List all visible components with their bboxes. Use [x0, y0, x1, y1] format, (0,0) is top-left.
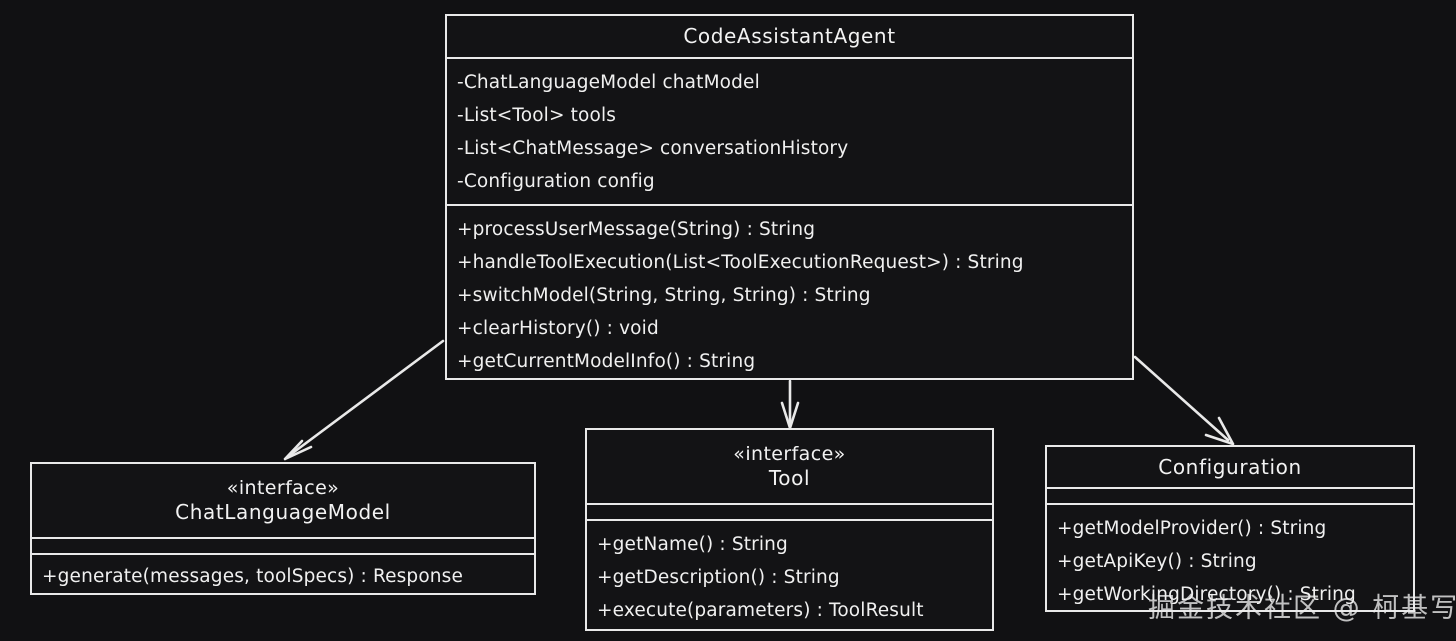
class-box-code-assistant-agent[interactable]: CodeAssistantAgent -ChatLanguageModel ch… [445, 14, 1134, 380]
class-box-tool[interactable]: «interface» Tool +getName() : String +ge… [585, 428, 994, 631]
attribute-row: -Configuration config [457, 171, 655, 193]
class-title: Tool [768, 466, 811, 491]
methods-compartment-tool: +getName() : String +getDescription() : … [587, 519, 992, 631]
class-box-chat-language-model[interactable]: «interface» ChatLanguageModel +generate(… [30, 462, 536, 595]
connector-agent-to-tool [780, 379, 800, 430]
attributes-compartment-code-assistant-agent: -ChatLanguageModel chatModel -List<Tool>… [447, 57, 1132, 204]
class-stereotype: «interface» [226, 476, 340, 499]
method-row: +getCurrentModelInfo() : String [457, 351, 756, 373]
method-row: +clearHistory() : void [457, 318, 659, 340]
class-title: CodeAssistantAgent [683, 24, 896, 48]
methods-compartment-code-assistant-agent: +processUserMessage(String) : String +ha… [447, 204, 1132, 378]
method-row: +getApiKey() : String [1057, 551, 1257, 573]
class-title: Configuration [1158, 454, 1302, 479]
method-row: +execute(parameters) : ToolResult [597, 600, 924, 622]
method-row: +switchModel(String, String, String) : S… [457, 285, 871, 307]
watermark-text: 掘金技术社区 @ 柯基写代码 [1148, 593, 1456, 624]
attribute-row: -List<Tool> tools [457, 105, 617, 127]
method-row: +processUserMessage(String) : String [457, 219, 816, 240]
method-row: +getName() : String [597, 534, 788, 555]
connector-agent-to-configuration [1133, 355, 1235, 446]
class-box-configuration[interactable]: Configuration +getModelProvider() : Stri… [1045, 445, 1415, 612]
attributes-compartment-configuration [1047, 487, 1413, 503]
method-row: +getModelProvider() : String [1057, 518, 1327, 539]
class-header-chat-language-model: «interface» ChatLanguageModel [32, 464, 534, 537]
attribute-row: -ChatLanguageModel chatModel [457, 72, 760, 93]
attributes-compartment-tool [587, 503, 992, 519]
class-header-tool: «interface» Tool [587, 430, 992, 503]
method-row: +getDescription() : String [597, 567, 840, 589]
class-stereotype: «interface» [733, 442, 846, 465]
connector-agent-to-chatlanguagemodel [283, 339, 445, 461]
method-row: +handleToolExecution(List<ToolExecutionR… [457, 252, 1024, 274]
class-title: ChatLanguageModel [175, 500, 391, 525]
attribute-row: -List<ChatMessage> conversationHistory [457, 138, 849, 160]
class-header-configuration: Configuration [1047, 447, 1413, 487]
methods-compartment-chat-language-model: +generate(messages, toolSpecs) : Respons… [32, 553, 534, 595]
attributes-compartment-chat-language-model [32, 537, 534, 553]
methods-compartment-configuration: +getModelProvider() : String +getApiKey(… [1047, 503, 1413, 611]
method-row: +generate(messages, toolSpecs) : Respons… [42, 566, 463, 587]
method-row: +getWorkingDirectory() : String [1057, 584, 1356, 606]
class-header-code-assistant-agent: CodeAssistantAgent [447, 16, 1132, 57]
